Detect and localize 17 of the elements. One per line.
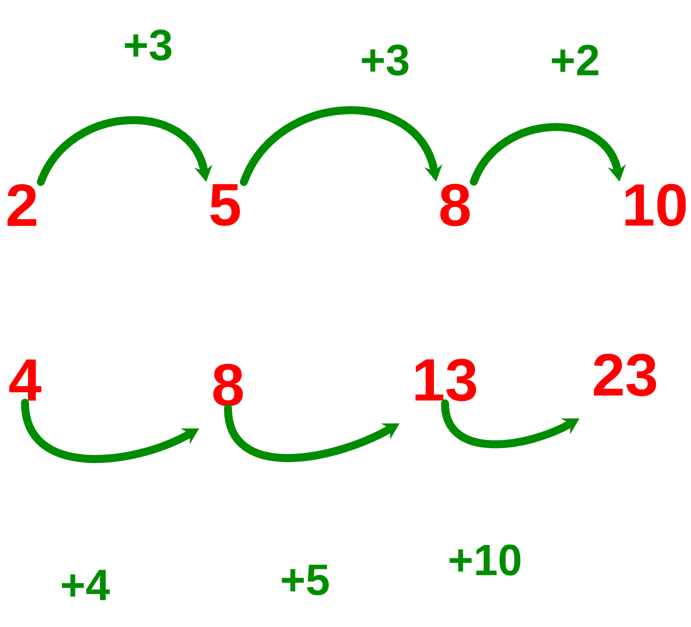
number: 8 bbox=[440, 184, 470, 226]
edge-label: +3 bbox=[124, 29, 172, 61]
edge-label: +2 bbox=[552, 44, 598, 76]
number: 23 bbox=[594, 354, 656, 396]
number: 8 bbox=[213, 364, 243, 406]
number: 10 bbox=[626, 184, 686, 226]
number: 2 bbox=[7, 184, 36, 226]
arrow bbox=[36, 116, 212, 186]
edge-label: +4 bbox=[62, 570, 110, 600]
edge-label: +5 bbox=[282, 564, 329, 596]
arrow bbox=[470, 123, 626, 186]
number: 4 bbox=[9, 359, 42, 401]
edge-label: +10 bbox=[450, 544, 520, 576]
number: 5 bbox=[210, 184, 240, 226]
edge-label: +3 bbox=[362, 44, 408, 76]
number: 13 bbox=[416, 358, 476, 402]
arrow bbox=[240, 106, 442, 186]
